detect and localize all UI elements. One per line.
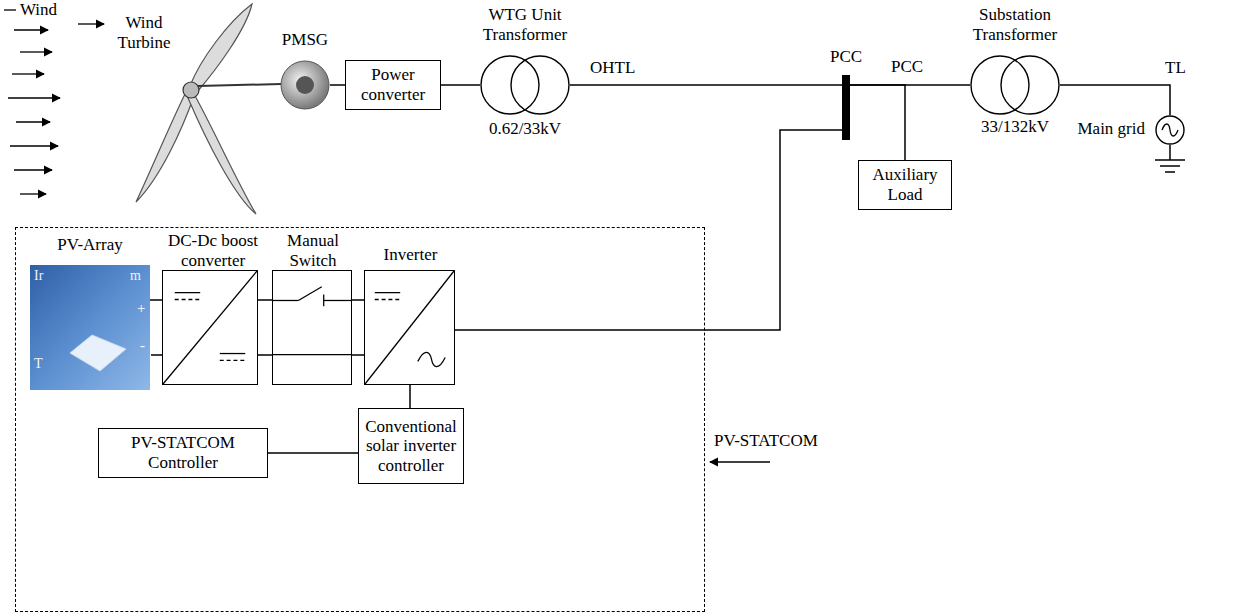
power-line xyxy=(1060,85,1170,115)
wind-arrows xyxy=(4,10,104,194)
leader-arrow xyxy=(710,461,770,462)
manual-switch: Manual Switch xyxy=(272,270,352,385)
power-line xyxy=(409,385,411,408)
illustration-label: Wind xyxy=(20,0,57,20)
wind-dash xyxy=(4,9,16,10)
dc-rail xyxy=(258,354,273,356)
node-heading: 33/132kV xyxy=(960,117,1070,137)
line-label: TL xyxy=(1163,58,1188,78)
pcc-bus: PCC xyxy=(842,75,850,140)
turbine-shaft xyxy=(198,84,281,86)
turbine-blade xyxy=(190,4,252,92)
wind-arrow xyxy=(20,193,46,194)
power-line xyxy=(150,299,162,301)
power-line xyxy=(455,130,842,330)
transformer-symbol: WTG Unit Transformer0.62/33kV xyxy=(480,55,570,115)
wind-arrow xyxy=(10,145,58,146)
node-heading: PMSG xyxy=(268,30,342,50)
power-line xyxy=(850,84,970,86)
wind-arrow xyxy=(20,51,52,52)
node-heading: Manual Switch xyxy=(268,231,358,270)
node-outline xyxy=(970,55,1060,115)
node-heading: PCC xyxy=(816,47,876,67)
wind-arrow xyxy=(8,97,60,98)
generator-circle: PMSG xyxy=(280,60,330,110)
node-heading: Main grid xyxy=(1033,119,1145,139)
grid-source: Main grid xyxy=(1155,115,1185,145)
converter-box: Power converter xyxy=(345,60,441,110)
wind-arrow xyxy=(16,121,50,122)
box-label: Auxiliary Load xyxy=(865,165,945,204)
node-outline xyxy=(1155,115,1185,145)
node-outline xyxy=(273,271,351,384)
node-heading: Substation Transformer xyxy=(945,5,1085,44)
ground-symbol xyxy=(1155,145,1185,172)
turbine-blade xyxy=(188,94,256,214)
node-heading: DC-Dc boost converter xyxy=(163,231,263,270)
wind-arrow xyxy=(12,73,44,74)
load-box: Auxiliary Load xyxy=(858,160,952,210)
node-heading: PV-STATCOM xyxy=(714,431,854,451)
illustration-label: Wind Turbine xyxy=(108,13,180,52)
power-line xyxy=(268,452,358,454)
wind-arrow xyxy=(14,169,52,170)
node-heading: PV-Array xyxy=(30,235,150,255)
pv-array: PV-Array xyxy=(30,265,150,390)
inverter-box: Inverter xyxy=(364,270,455,385)
node-heading: 0.62/33kV xyxy=(470,119,580,139)
node-outline xyxy=(365,271,454,384)
box-label: Power converter xyxy=(352,65,434,104)
node-outline xyxy=(480,55,570,115)
controller-box: PV-STATCOM Controller xyxy=(98,428,268,478)
turbine-blade xyxy=(136,92,194,202)
wind-arrow xyxy=(14,29,48,30)
power-line xyxy=(441,84,480,86)
statcom-region: PV-ArrayDC-Dc boost converterManual Swit… xyxy=(15,227,705,612)
node-heading: WTG Unit Transformer xyxy=(460,5,590,44)
box-label: PV-STATCOM Controller xyxy=(105,433,261,472)
node-outline xyxy=(280,60,330,110)
box-label: Conventional solar inverter controller xyxy=(365,417,457,476)
power-line xyxy=(330,84,345,86)
power-line xyxy=(352,299,364,301)
controller-box: Conventional solar inverter controller xyxy=(358,408,464,484)
transformer-symbol: Substation Transformer33/132kV xyxy=(970,55,1060,115)
power-line xyxy=(570,84,842,86)
line-label: OHTL xyxy=(588,58,637,78)
wind-turbine xyxy=(136,4,281,214)
wind-arrow xyxy=(78,23,104,24)
power-line xyxy=(850,85,905,160)
turbine-hub xyxy=(183,82,199,98)
node-outline xyxy=(163,271,257,384)
bus-label: PCC xyxy=(891,57,923,77)
power-line xyxy=(258,299,272,301)
node-heading: Inverter xyxy=(365,245,456,265)
dcdc-converter: DC-Dc boost converter xyxy=(162,270,258,385)
node-outline xyxy=(30,265,150,390)
